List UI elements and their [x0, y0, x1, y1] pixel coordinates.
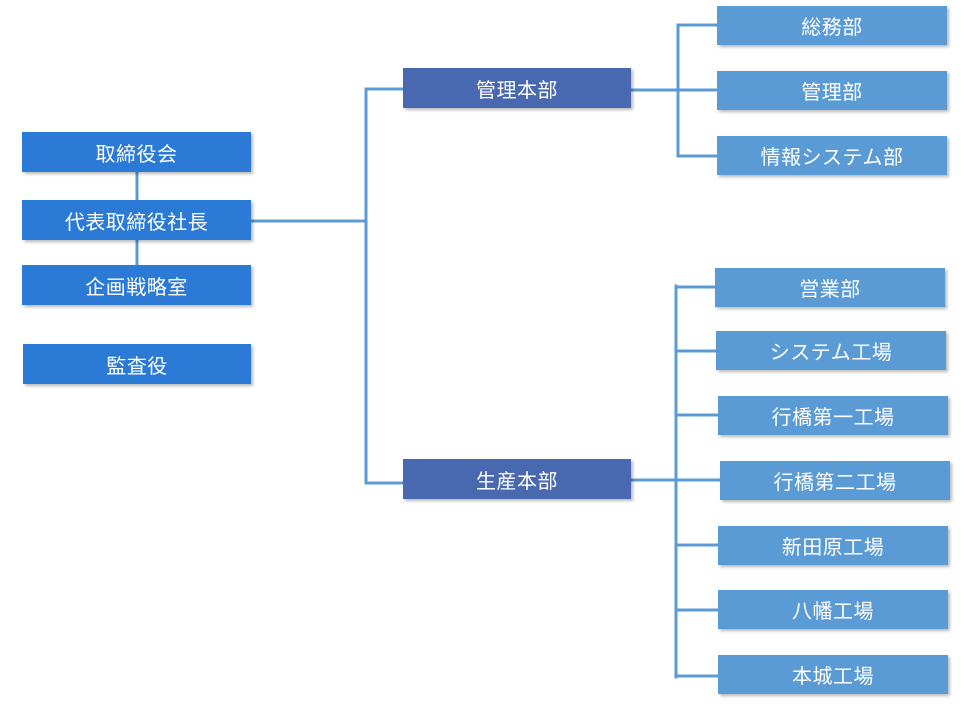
department-box-information-systems: 情報システム部 — [717, 136, 947, 175]
department-box-management: 管理部 — [717, 71, 947, 110]
board-of-directors-box: 取締役会 — [22, 132, 251, 172]
auditor-box: 監査役 — [23, 344, 251, 384]
planning-office-box: 企画戦略室 — [22, 265, 251, 305]
department-box-general-affairs: 総務部 — [717, 6, 947, 45]
admin-division-box: 管理本部 — [403, 68, 631, 108]
department-box-yukuhashi-second-factory: 行橋第二工場 — [720, 461, 950, 500]
department-box-yukuhashi-first-factory: 行橋第一工場 — [718, 396, 948, 435]
department-box-system-factory: システム工場 — [716, 331, 946, 370]
president-box: 代表取締役社長 — [22, 200, 251, 240]
production-division-box: 生産本部 — [403, 459, 631, 499]
department-box-sales: 営業部 — [715, 268, 945, 307]
department-box-yahata-factory: 八幡工場 — [718, 590, 948, 629]
department-box-honjo-factory: 本城工場 — [718, 655, 948, 694]
department-box-nyutabaru-factory: 新田原工場 — [718, 526, 948, 565]
